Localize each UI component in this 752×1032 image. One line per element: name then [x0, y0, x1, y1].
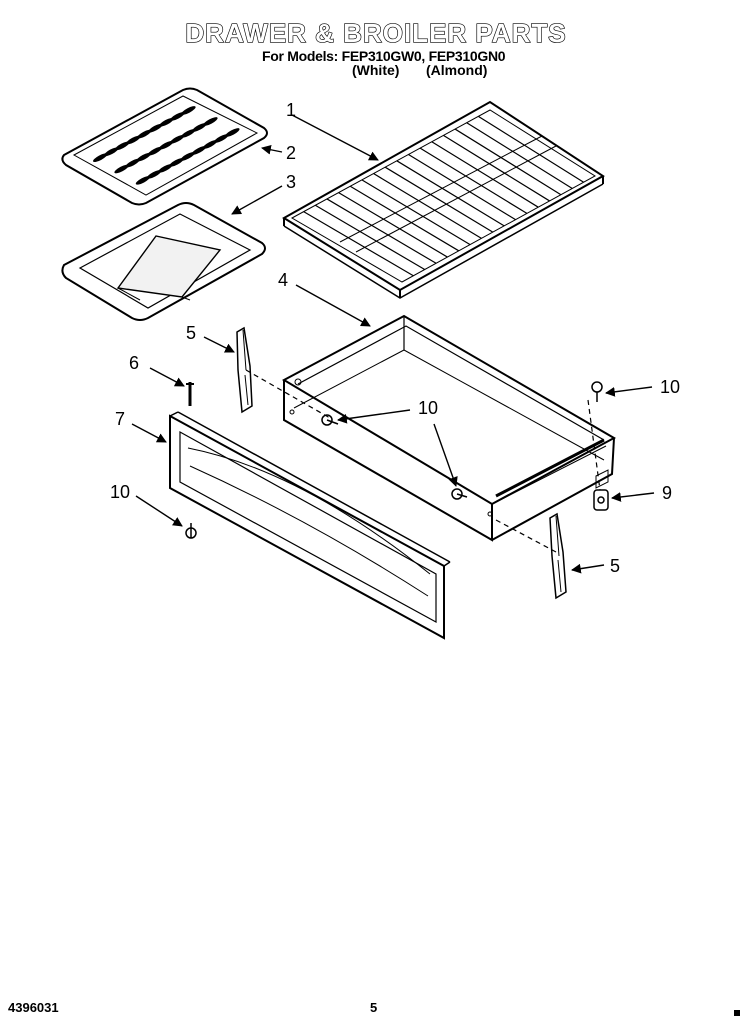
callout-part-6: 6	[129, 353, 139, 373]
broiler-grid	[61, 87, 268, 206]
grid-slot	[146, 170, 162, 179]
bracket-clip	[593, 489, 609, 511]
callout-part-10-right: 10	[660, 377, 680, 397]
grid-slot	[214, 134, 229, 143]
grid-slot	[137, 129, 152, 139]
screw-part-10-right	[591, 381, 603, 402]
drawer	[281, 314, 617, 542]
screw-part-10-left	[185, 523, 197, 539]
grid-slot	[135, 176, 151, 185]
rack-rung	[303, 211, 414, 277]
callout-part-10-left: 10	[110, 482, 130, 502]
rack-rung	[384, 166, 494, 233]
grid-slot	[136, 152, 151, 162]
callout-part-7: 7	[115, 409, 125, 429]
grid-slot	[158, 140, 174, 150]
grid-slot	[202, 140, 218, 149]
rack-rung	[443, 134, 550, 202]
rack-rung	[314, 204, 426, 271]
grid-slot	[180, 152, 195, 161]
oven-rack	[282, 100, 605, 299]
grid-slot	[159, 117, 174, 127]
variant-almond: (Almond)	[426, 62, 488, 78]
document-number: 4396031	[8, 1000, 59, 1015]
rack-rung	[326, 198, 437, 264]
grid-slot	[169, 158, 184, 167]
grid-slot	[115, 141, 130, 151]
grid-slot	[192, 123, 207, 132]
rack-rung	[466, 122, 573, 189]
grid-slot	[126, 135, 141, 145]
rack-rung	[338, 192, 448, 258]
callout-part-5-top: 5	[186, 323, 196, 343]
rack-rung	[361, 179, 471, 246]
drawer-slide-bottom	[549, 512, 567, 600]
callout-part-9: 9	[662, 483, 672, 503]
grid-slot	[147, 146, 163, 156]
corner-mark	[734, 1010, 740, 1016]
grid-slot	[148, 123, 163, 133]
callout-part-5-bottom: 5	[610, 556, 620, 576]
page-number: 5	[370, 1000, 378, 1015]
rack-rung	[373, 173, 482, 239]
rack-rung	[454, 128, 562, 196]
screw-part-10-center	[321, 414, 339, 426]
drawer-slide-top	[236, 326, 253, 414]
grid-slot	[158, 164, 173, 173]
rack-rung	[478, 115, 584, 183]
callout-part-10-center: 10	[418, 398, 438, 418]
grid-slot	[125, 158, 140, 168]
rack-rung	[431, 141, 539, 208]
grid-slot	[114, 164, 129, 174]
grid-slot	[170, 112, 185, 121]
grid-slot	[203, 117, 218, 126]
grid-slot	[93, 153, 108, 163]
alignment-lines	[245, 369, 601, 553]
callout-part-3: 3	[286, 172, 296, 192]
drawer-front-panel	[169, 411, 451, 640]
rack-rung	[396, 160, 505, 227]
broiler-pan	[61, 202, 266, 321]
models-line: For Models: FEP310GW0, FEP310GN0	[262, 48, 506, 64]
variant-white: (White)	[352, 62, 400, 78]
screw-part-6	[186, 382, 194, 406]
callout-part-2: 2	[286, 143, 296, 163]
rack-rung	[349, 185, 460, 252]
grid-slot	[169, 134, 185, 144]
grid-slot	[181, 106, 196, 115]
grid-slot	[181, 129, 196, 138]
grid-slot	[225, 128, 240, 137]
grid-slot	[104, 147, 119, 157]
screw-part-10-drawer	[451, 488, 468, 500]
callout-part-1: 1	[286, 100, 296, 120]
leader-arrows	[131, 114, 655, 574]
rack-rung	[419, 147, 528, 214]
callout-part-4: 4	[278, 270, 288, 290]
rack-rung	[408, 153, 516, 221]
page-title: DRAWER & BROILER PARTS	[185, 17, 567, 48]
grid-slot	[191, 146, 207, 155]
